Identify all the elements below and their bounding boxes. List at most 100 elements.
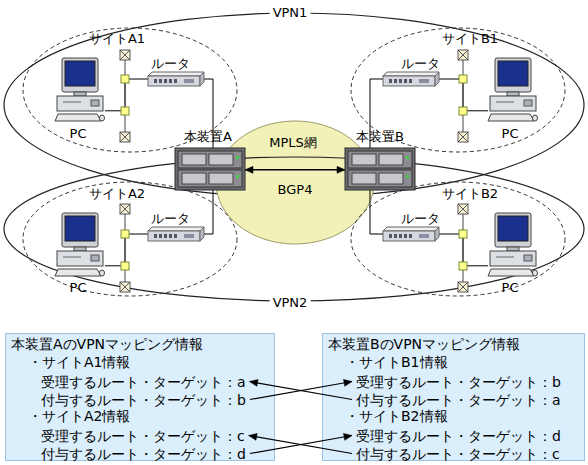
lan-bus [125,60,126,132]
router-node: ルータ [148,72,204,86]
device-node: 本装置B [345,148,415,190]
terminator-symbol [458,204,468,214]
connector [249,433,352,453]
pc-symbol [488,213,538,276]
connector [204,79,213,148]
route-target-line: 付与するルート・ターゲット：c [356,444,560,463]
box-text: 受理するルート・ターゲット：b [356,374,561,390]
connector [204,190,213,234]
vpn-ellipse: VPN2サイトA2ルータPCサイトB2ルータPC [3,156,585,302]
box-text: 受理するルート・ターゲット：d [356,428,561,444]
connector-line [249,436,352,454]
node-label: ルータ [151,211,190,226]
pc-symbol [55,58,105,121]
lan-bus [125,214,126,282]
connector [370,190,383,234]
connector [439,79,488,111]
router-symbol [148,227,204,241]
tap-symbol [459,230,467,238]
node-label: PC [502,280,519,295]
connector-line [245,169,345,171]
connector-line [439,79,488,111]
box-text: ・サイトB1情報 [345,354,448,370]
node-label: 本装置A [184,129,232,144]
router-node: ルータ [148,227,204,241]
node-label: 本装置B [356,129,404,144]
node-label: サイトA1 [89,31,145,46]
route-target-line: 付与するルート・ターゲット：a [356,390,561,409]
connector [245,166,345,173]
ellipse-shape [23,28,237,152]
connector [439,234,488,266]
connector [105,79,148,111]
node-label: PC [502,126,519,141]
node-label: PC [70,126,87,141]
node-label: VPN2 [270,295,311,310]
tap-symbol [121,75,129,83]
terminator-symbol [120,204,130,214]
arrow-head [337,166,345,173]
connector-line [370,79,383,148]
ellipse-shape [23,182,237,296]
router-node: ルータ [383,72,439,86]
node-label: サイトB2 [442,186,498,201]
arrow-head [250,379,258,386]
route-target-line: 付与するルート・ターゲット：d [41,444,246,463]
pc-node: PC [55,213,105,279]
router-symbol [383,72,439,86]
box-text: ・サイトB2情報 [345,408,448,424]
terminator-symbol [458,132,468,142]
pc-node: PC [488,58,538,124]
node-label: PC [70,280,87,295]
terminator-symbol [120,132,130,142]
tap-symbol [459,262,467,270]
connector [250,433,352,453]
route-target-line: 受理するルート・ターゲット：b [356,372,561,391]
node-label: MPLS網 [269,135,317,150]
ellipse-shape [351,182,565,296]
device-node: 本装置A [175,148,245,190]
lan-bus [463,214,464,282]
tap-symbol [459,75,467,83]
connector-line [105,79,148,111]
box-text: 受理するルート・ターゲット：a [41,374,246,390]
route-target-line: 受理するルート・ターゲット：d [356,426,561,445]
node-label: ルータ [151,56,190,71]
lan-bus [463,60,464,132]
ellipse-shape [4,157,584,301]
terminator-symbol [458,50,468,60]
node-label: サイトA2 [89,186,145,201]
connector-line [439,234,488,266]
box-text: 付与するルート・ターゲット：d [41,446,246,462]
pc-node: PC [55,58,105,124]
pc-symbol [55,213,105,276]
box-text: 本装置BのVPNマッピング情報 [328,336,520,352]
connector-line [204,79,213,148]
edge-label: BGP4 [278,182,313,197]
arrow-head [344,379,352,386]
arrow-head [344,433,352,440]
connector-line [250,382,352,400]
tap-symbol [121,230,129,238]
route-target-line: 受理するルート・ターゲット：a [41,372,246,391]
node-label: VPN1 [270,5,311,20]
site-ellipse: サイトB2 ルータ PC [350,181,566,297]
info-box: 本装置BのVPNマッピング情報・サイトB1情報・サイトB2情報受理するルート・タ… [322,333,585,461]
connector-line [370,190,383,234]
node-label: サイトB1 [442,31,498,46]
box-text: 付与するルート・ターゲット：a [356,392,561,408]
box-text: 付与するルート・ターゲット：b [41,392,246,408]
route-target-line: 付与するルート・ターゲット：b [41,390,246,409]
connector [250,379,352,399]
router-node: ルータ [383,227,439,241]
tap-symbol [121,107,129,115]
arrow-head [249,433,257,440]
router-symbol [383,227,439,241]
ellipse-shape [216,121,374,244]
router-symbol [148,72,204,86]
pc-node: PC [488,213,538,279]
arrow-head [245,166,253,173]
pc-symbol [488,58,538,121]
box-text: 本装置AのVPNマッピング情報 [11,336,203,352]
